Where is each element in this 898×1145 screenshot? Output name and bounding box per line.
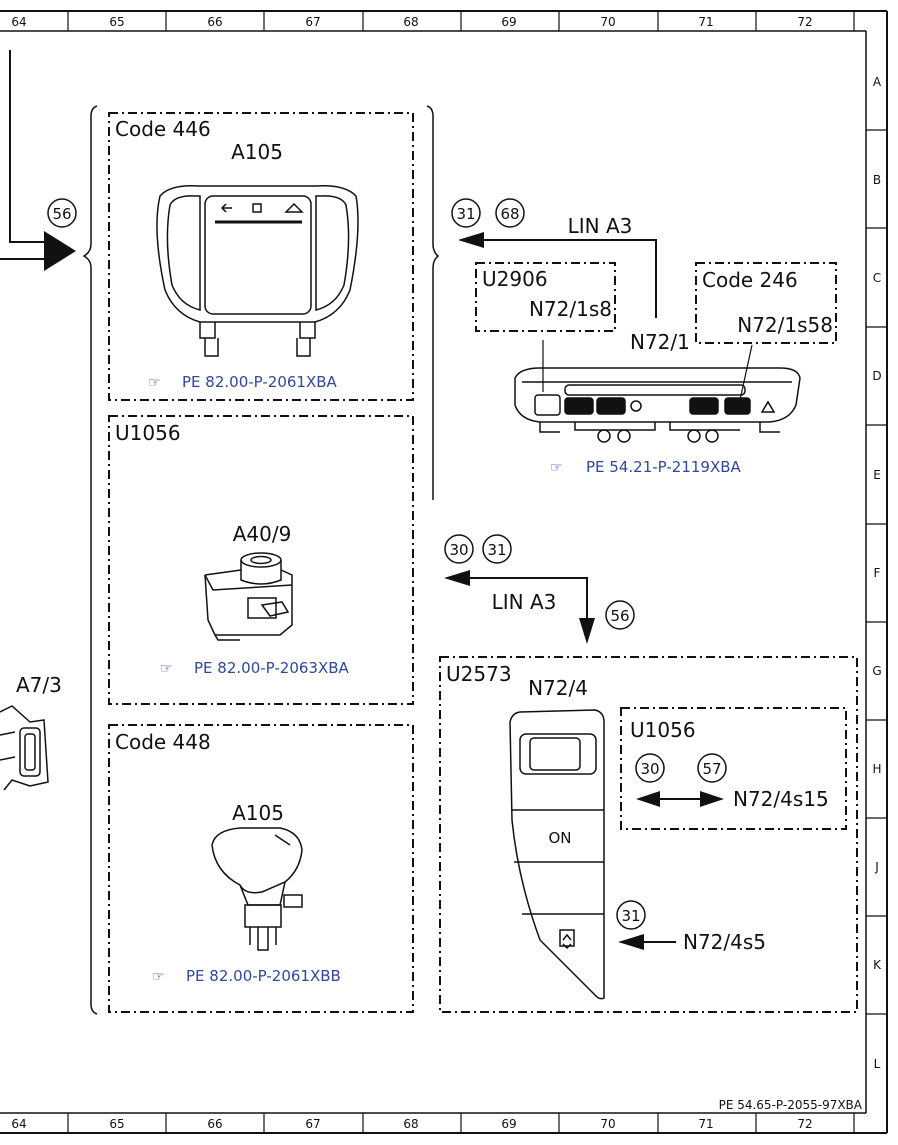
component-a105-top: A105 — [231, 140, 283, 164]
box-u2906 — [475, 262, 616, 332]
component-n72-4s15: N72/4s15 — [733, 787, 829, 811]
ref-code-448[interactable]: PE 82.00-P-2061XBB — [186, 967, 341, 985]
component-n72-1s58: N72/1s58 — [737, 313, 833, 337]
row-label: B — [873, 173, 881, 187]
col-label: 66 — [207, 15, 222, 29]
component-a105-bottom: A105 — [232, 801, 284, 825]
connector-31-top-label: 31 — [456, 205, 475, 223]
col-label: 66 — [207, 1117, 222, 1131]
connector-31-top — [451, 198, 481, 228]
col-label: 72 — [797, 1117, 812, 1131]
col-label: 70 — [600, 1117, 615, 1131]
grid-frame — [0, 10, 888, 1134]
lin-a3-mid-label: LIN A3 — [492, 590, 557, 614]
lin-a3-mid-line — [444, 570, 595, 644]
connector-30-mid-label: 30 — [449, 541, 468, 559]
ref-icon: ☞ — [160, 661, 173, 677]
switch-on-label: ON — [548, 829, 571, 847]
connector-31-bottom-label: 31 — [621, 907, 640, 925]
connector-31-bottom — [616, 900, 646, 930]
col-label: 71 — [698, 1117, 713, 1131]
col-label: 68 — [403, 15, 418, 29]
camera-unit-drawing — [204, 552, 293, 641]
col-label: 68 — [403, 1117, 418, 1131]
connector-56-left-label: 56 — [52, 205, 71, 223]
connector-56-left — [47, 198, 77, 228]
connector-31-mid — [482, 534, 512, 564]
col-label: 69 — [501, 15, 516, 29]
component-n72-1s8: N72/1s8 — [529, 297, 612, 321]
switch-panel-drawing — [509, 709, 605, 1000]
overhead-control-panel-drawing — [156, 184, 359, 357]
box-code-246-title: Code 246 — [702, 268, 798, 292]
component-n72-4s5: N72/4s5 — [683, 930, 766, 954]
connector-30-inner-label: 30 — [640, 760, 659, 778]
ref-icon: ☞ — [152, 969, 165, 985]
a7-3-drawing — [0, 705, 49, 791]
connector-30-inner — [635, 753, 665, 783]
bidirectional-arrow — [636, 791, 724, 807]
row-label: C — [873, 271, 881, 285]
box-u1056-right — [620, 707, 847, 830]
box-u1056-left — [108, 415, 414, 705]
col-label: 72 — [797, 15, 812, 29]
col-label: 67 — [305, 1117, 320, 1131]
component-a40-9: A40/9 — [233, 522, 292, 546]
row-label: E — [873, 468, 881, 482]
component-n72-4: N72/4 — [528, 676, 588, 700]
box-code-448-title: Code 448 — [115, 730, 211, 754]
box-code-446-title: Code 446 — [115, 117, 211, 141]
connector-68-top — [495, 198, 525, 228]
row-label: H — [872, 762, 881, 776]
control-unit-label: N72/1 — [630, 330, 690, 354]
col-label: 65 — [109, 15, 124, 29]
col-label: 64 — [11, 1117, 26, 1131]
lin-a3-top-line — [458, 232, 657, 318]
left-incoming-arrow — [0, 50, 76, 271]
footer-code: PE 54.65-P-2055-97XBA — [719, 1098, 863, 1112]
row-label: J — [874, 860, 879, 874]
ref-code-446[interactable]: PE 82.00-P-2061XBA — [182, 373, 338, 391]
box-u1056-right-title: U1056 — [630, 718, 696, 742]
ref-icon: ☞ — [550, 460, 563, 476]
box-u1056-left-title: U1056 — [115, 421, 181, 445]
col-label: 71 — [698, 15, 713, 29]
connector-57-inner-label: 57 — [702, 760, 721, 778]
connector-68-top-label: 68 — [500, 205, 519, 223]
connector-31-mid-label: 31 — [487, 541, 506, 559]
ref-u1056-left[interactable]: PE 82.00-P-2063XBA — [194, 659, 350, 677]
box-code-246 — [695, 262, 837, 344]
ref-control-unit[interactable]: PE 54.21-P-2119XBA — [586, 458, 742, 476]
col-label: 65 — [109, 1117, 124, 1131]
connector-57-inner — [697, 753, 727, 783]
row-label: G — [872, 664, 881, 678]
leader-n72-1s58 — [739, 344, 753, 401]
gear-selector-drawing — [211, 827, 303, 951]
climate-control-panel-drawing — [514, 367, 801, 443]
box-u2573-title: U2573 — [446, 662, 512, 686]
component-a7-3: A7/3 — [16, 673, 62, 697]
connector-30-mid — [444, 534, 474, 564]
col-label: 70 — [600, 15, 615, 29]
connector-56-mid — [605, 600, 635, 630]
row-label: K — [873, 958, 882, 972]
left-brace — [82, 105, 440, 1015]
box-code-446 — [108, 112, 414, 401]
col-label: 69 — [501, 1117, 516, 1131]
lin-a3-top-label: LIN A3 — [568, 214, 633, 238]
ref-icon: ☞ — [148, 375, 161, 391]
box-code-448 — [108, 724, 414, 1013]
row-label: D — [872, 369, 881, 383]
box-u2573 — [439, 656, 858, 1013]
col-label: 67 — [305, 15, 320, 29]
connector-56-mid-label: 56 — [610, 607, 629, 625]
n72-4s5-arrow — [618, 934, 676, 950]
col-label: 64 — [11, 15, 26, 29]
row-label: A — [873, 75, 882, 89]
row-label: F — [874, 566, 881, 580]
box-u2906-title: U2906 — [482, 267, 548, 291]
row-label: L — [874, 1057, 881, 1071]
